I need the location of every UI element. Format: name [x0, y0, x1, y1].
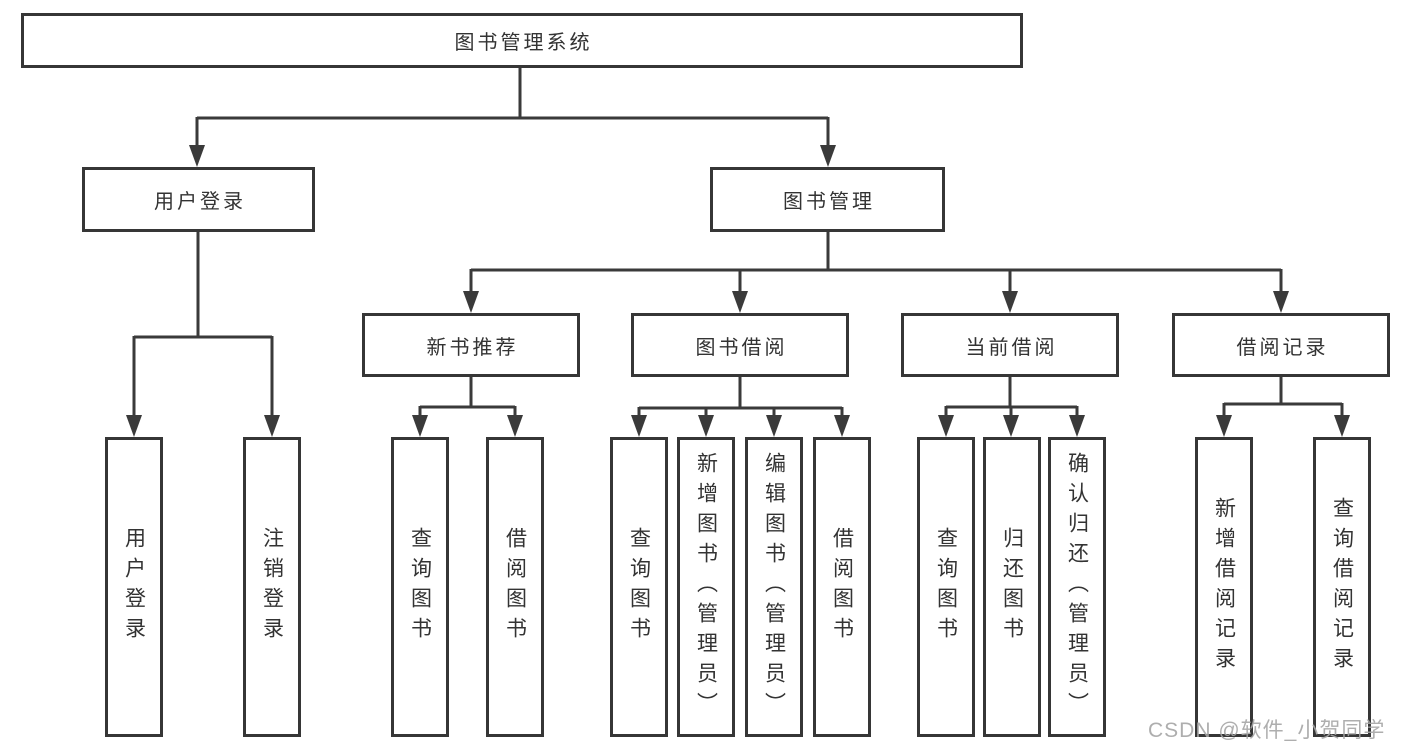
leaf-query-books-3: 查询图书 — [917, 437, 975, 737]
leaf-user-login: 用户登录 — [105, 437, 163, 737]
leaf-return-books: 归还图书 — [983, 437, 1041, 737]
leaf-add-borrow-record: 新增借阅记录 — [1195, 437, 1253, 737]
csdn-watermark: CSDN @软件_小贺同学 — [1148, 719, 1386, 742]
node-borrow-record: 借阅记录 — [1172, 313, 1390, 377]
connector-book-mgmt-to-modules — [463, 232, 1289, 313]
connector-book-borrow-to-leaves — [631, 377, 850, 437]
connector-user-login-to-leaves — [126, 232, 280, 437]
leaf-edit-books-admin: 编辑图书（管理员） — [745, 437, 803, 737]
leaf-borrow-books-1: 借阅图书 — [486, 437, 544, 737]
connector-current-borrow-to-leaves — [938, 377, 1085, 437]
node-current-borrow: 当前借阅 — [901, 313, 1119, 377]
leaf-query-books-2: 查询图书 — [610, 437, 668, 737]
node-book-management: 图书管理 — [710, 167, 945, 232]
leaf-logout: 注销登录 — [243, 437, 301, 737]
leaf-borrow-books-2: 借阅图书 — [813, 437, 871, 737]
leaf-query-borrow-record: 查询借阅记录 — [1313, 437, 1371, 737]
leaf-add-books-admin: 新增图书（管理员） — [677, 437, 735, 737]
node-new-book-recommend: 新书推荐 — [362, 313, 580, 377]
leaf-query-books-1: 查询图书 — [391, 437, 449, 737]
node-book-borrow: 图书借阅 — [631, 313, 849, 377]
node-system-root: 图书管理系统 — [21, 13, 1023, 68]
leaf-confirm-return-admin: 确认归还（管理员） — [1048, 437, 1106, 737]
node-user-login: 用户登录 — [82, 167, 315, 232]
connector-new-book-rec-to-leaves — [412, 377, 523, 437]
connector-root-to-level2 — [189, 68, 836, 167]
connector-borrow-record-to-leaves — [1216, 377, 1350, 437]
